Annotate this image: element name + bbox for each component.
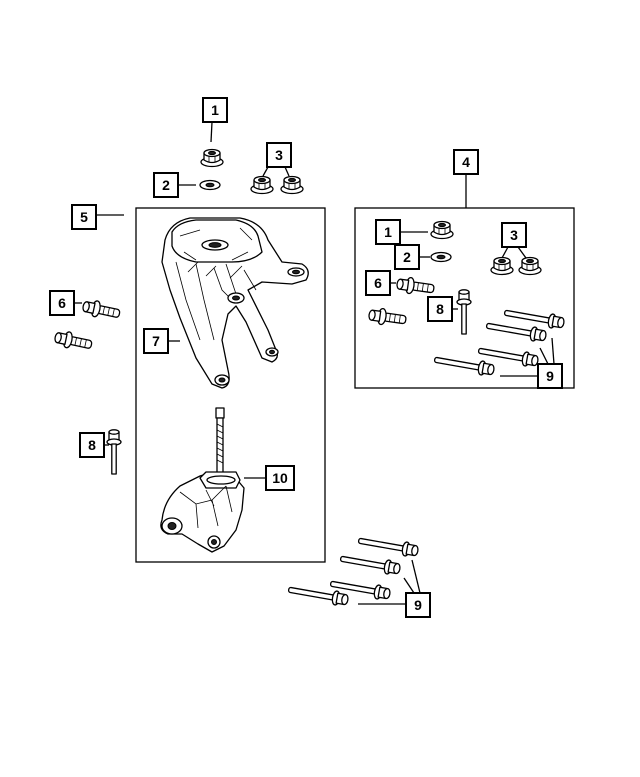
long-bolt-icon [502,305,566,331]
svg-text:2: 2 [162,177,170,193]
callout-3-top: 3 [266,142,292,168]
callout-1-kit: 1 [375,219,401,245]
engine-mount-insulator [160,407,245,553]
callout-7: 7 [143,328,169,354]
long-bolt-icon [484,318,548,344]
callout-5: 5 [71,204,97,230]
long-bolt-icon [338,551,402,577]
svg-text:9: 9 [546,368,554,384]
kit-frame [354,207,575,389]
nut-icon [200,148,224,168]
washer-icon [199,179,221,191]
nut-icon [490,256,514,276]
svg-text:10: 10 [272,470,288,486]
svg-text:8: 8 [88,437,96,453]
callout-2-top: 2 [153,172,179,198]
svg-text:6: 6 [374,275,382,291]
svg-text:1: 1 [211,102,219,118]
callout-9-bottom: 9 [405,592,431,618]
callout-8-left: 8 [79,432,105,458]
nut-icon [430,220,454,240]
svg-text:3: 3 [510,227,518,243]
stud-bolt-icon [456,289,472,335]
svg-text:4: 4 [462,154,470,170]
bolt-icon [80,297,122,323]
nut-icon [280,175,304,195]
svg-text:6: 6 [58,295,66,311]
washer-icon [430,251,452,263]
engine-mount-bracket [161,217,309,389]
callout-4: 4 [453,149,479,175]
callout-6-kit: 6 [365,270,391,296]
bolt-icon [395,275,436,298]
svg-text:1: 1 [384,224,392,240]
stud-bolt-icon [106,429,122,475]
nut-icon [250,175,274,195]
callout-3-kit: 3 [501,222,527,248]
assembly-frame [135,207,326,563]
svg-text:3: 3 [275,147,283,163]
bolt-icon [367,306,408,329]
svg-text:2: 2 [403,249,411,265]
svg-text:5: 5 [80,209,88,225]
callout-8-kit: 8 [427,296,453,322]
callout-6-left: 6 [49,290,75,316]
callout-1-top: 1 [202,97,228,123]
svg-text:7: 7 [152,333,160,349]
long-bolt-icon [432,352,496,378]
long-bolt-icon [356,533,420,559]
svg-text:8: 8 [436,301,444,317]
callout-10: 10 [265,465,295,491]
callout-2-kit: 2 [394,244,420,270]
nut-icon [518,256,542,276]
svg-text:9: 9 [414,597,422,613]
bolt-icon [52,328,94,354]
callout-9-kit: 9 [537,363,563,389]
